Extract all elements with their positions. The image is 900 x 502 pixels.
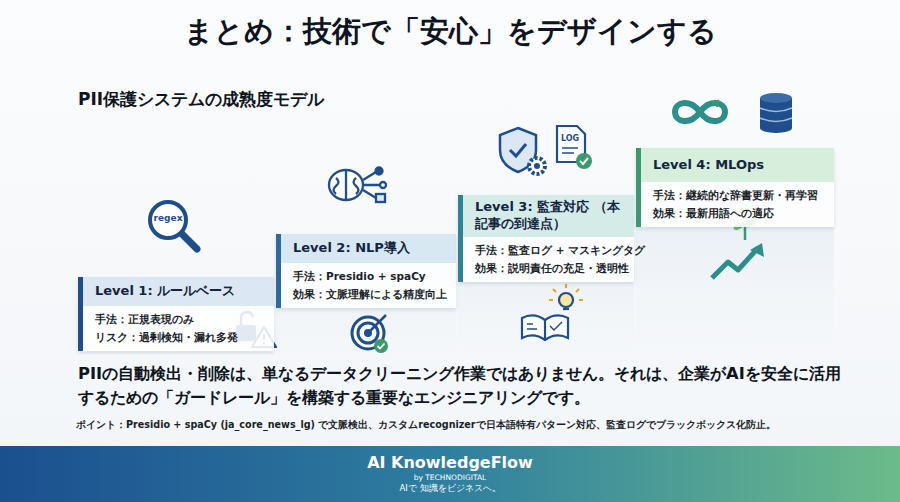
book-bulb-icon	[522, 284, 583, 340]
level-detail: リスク：過剰検知・漏れ多発	[95, 329, 266, 347]
database-icon	[760, 93, 792, 133]
subtitle: PII保護システムの成熟度モデル	[78, 88, 578, 110]
level-step: Level 1: ルールベース手法：正規表現のみリスク：過剰検知・漏れ多発	[78, 277, 274, 351]
icon-text: regex	[148, 213, 188, 225]
summary-paragraph: PIIの自動検出・削除は、単なるデータクリーニング作業ではありません。それは、企…	[78, 362, 853, 411]
brain-network-icon	[329, 168, 386, 203]
level-detail: 手法：継続的な辞書更新・再学習	[653, 187, 826, 205]
level-title: Level 1: ルールベース	[95, 283, 264, 300]
level-header: Level 3: 監査対応 （本記事の到達点）	[463, 195, 634, 237]
level-header: Level 2: NLP導入	[281, 234, 456, 263]
magnifier-icon	[150, 202, 197, 249]
level-detail: 効果：最新用語への適応	[653, 205, 826, 223]
level-body: 手法：Presidio + spaCy効果：文脈理解による精度向上	[281, 263, 456, 308]
level-header: Level 1: ルールベース	[83, 277, 274, 306]
footer-band: AI KnowledgeFlowby TECHNODIGITALAIで 知識をビ…	[0, 446, 900, 502]
target-icon	[352, 315, 388, 353]
level-detail: 手法：監査ログ + マスキングタグ	[475, 242, 626, 260]
page-title: まとめ：技術で「安心」をデザインする	[0, 12, 900, 52]
level-detail: 手法：Presidio + spaCy	[293, 268, 448, 286]
infinity-icon	[675, 101, 725, 121]
level-step: Level 2: NLP導入手法：Presidio + spaCy効果：文脈理解…	[276, 234, 456, 308]
level-detail: 効果：説明責任の充足・透明性	[475, 260, 626, 278]
brand-text: AIで 知識をビジネスへ。	[399, 483, 500, 495]
level-step: Level 3: 監査対応 （本記事の到達点） 手法：監査ログ + マスキングタグ…	[458, 195, 634, 282]
level-title: Level 4: MLOps	[653, 157, 824, 174]
level-body: 手法：監査ログ + マスキングタグ効果：説明責任の充足・透明性	[463, 237, 634, 282]
shield-gear-icon	[500, 128, 545, 174]
level-detail: 効果：文脈理解による精度向上	[293, 286, 448, 304]
level-header: Level 4: MLOps	[641, 148, 834, 182]
brand-text: AI KnowledgeFlow	[367, 453, 533, 473]
brand-text: by TECHNODIGITAL	[414, 473, 487, 483]
stair-background	[78, 178, 834, 355]
icon-text: LOG	[557, 134, 583, 144]
level-step: Level 4: MLOps 手法：継続的な辞書更新・再学習効果：最新用語への適応	[636, 148, 834, 227]
level-body: 手法：正規表現のみリスク：過剰検知・漏れ多発	[83, 306, 274, 351]
point-note: ポイント：Presidio + spaCy (ja_core_news_lg) …	[76, 419, 896, 431]
level-detail: 手法：正規表現のみ	[95, 311, 266, 329]
level-body: 手法：継続的な辞書更新・再学習効果：最新用語への適応	[641, 182, 834, 227]
log-document-icon	[557, 126, 592, 169]
level-title: Level 2: NLP導入	[293, 240, 446, 257]
level-title: Level 3: 監査対応 （本記事の到達点）	[475, 199, 624, 233]
